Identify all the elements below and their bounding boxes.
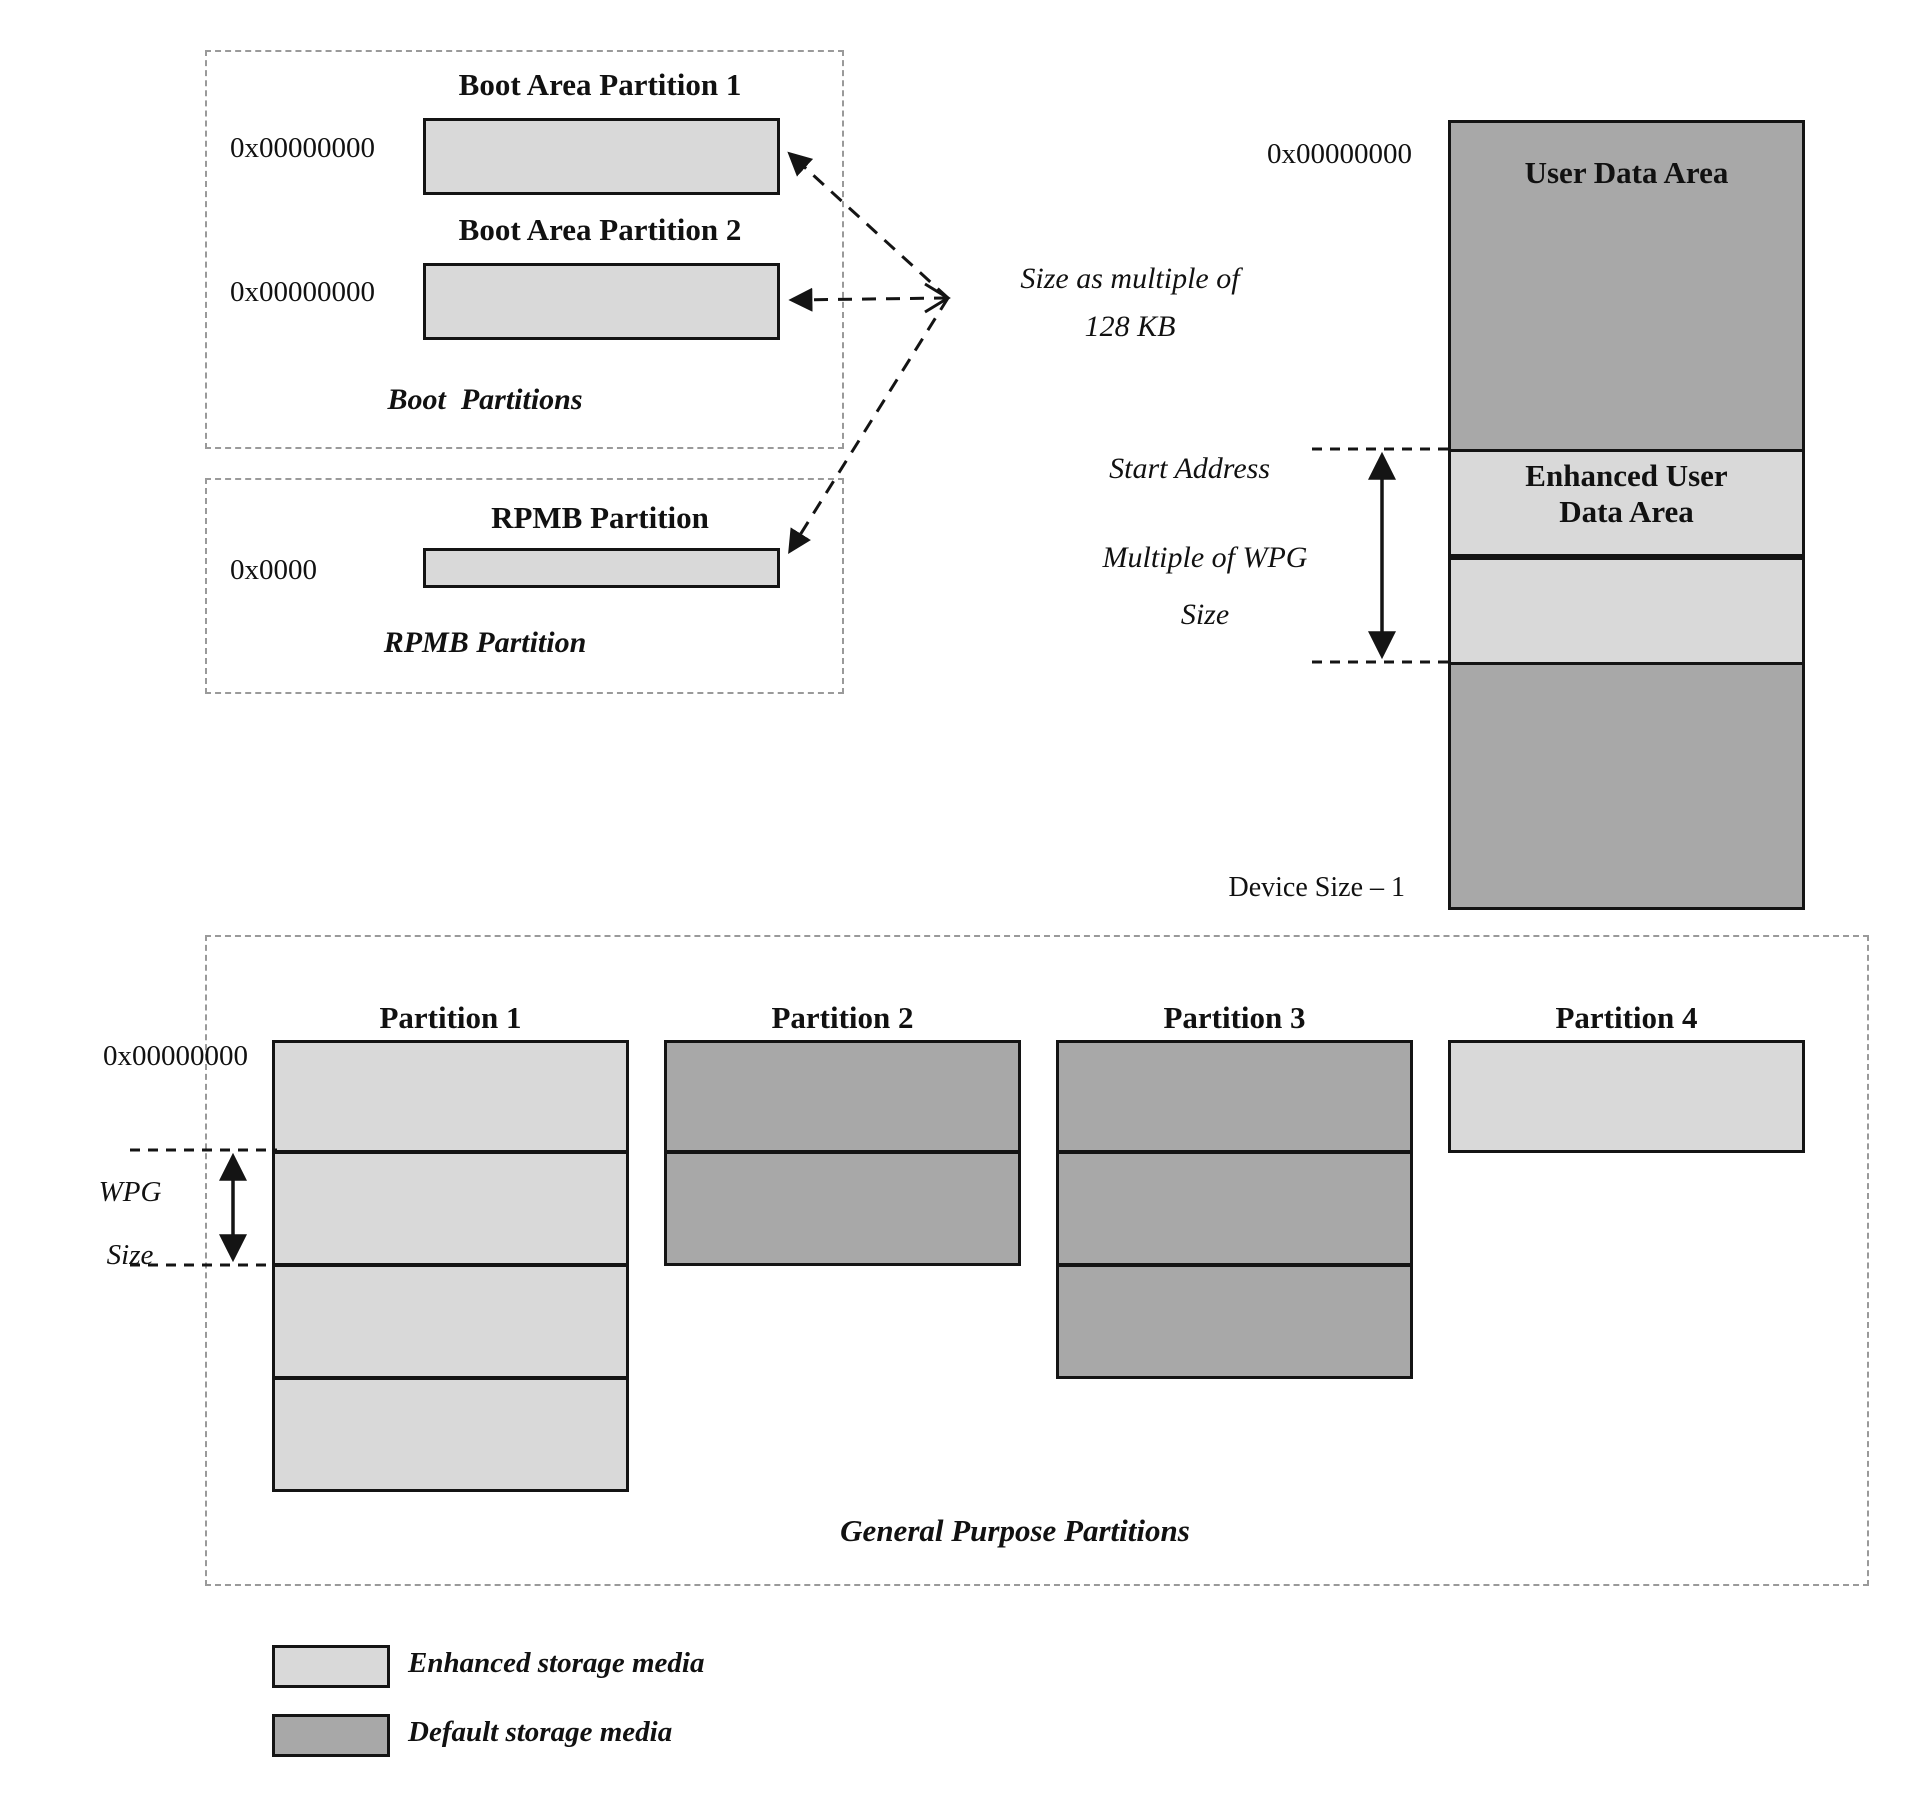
boot-area-partition1-address: 0x00000000 <box>230 132 375 164</box>
enhanced-user-data-area-section: Enhanced User Data Area <box>1451 449 1802 554</box>
legend-swatch-default <box>272 1714 390 1757</box>
gpp-partition-column-3 <box>1056 1040 1413 1379</box>
size-note-line1: Size as multiple of <box>1020 262 1240 295</box>
multiple-of-wpg-label: Multiple of WPG <box>1102 541 1308 574</box>
gpp-partition-3-segment <box>1059 1263 1410 1376</box>
general-purpose-address: 0x00000000 <box>103 1040 248 1072</box>
gpp-partition-2-segment <box>667 1043 1018 1150</box>
enhanced-user-data-area-label-line2: Data Area <box>1559 494 1694 529</box>
general-purpose-group-box <box>205 935 1869 1586</box>
gpp-partition-4-segment <box>1451 1043 1802 1150</box>
gpp-partition-column-2 <box>664 1040 1021 1266</box>
user-data-area-top-section: User Data Area <box>1451 123 1802 449</box>
legend-label-default: Default storage media <box>408 1716 673 1748</box>
gpp-partition-1-segment <box>275 1376 626 1489</box>
boot-area-partition2-address: 0x00000000 <box>230 276 375 308</box>
wpg-size-label-bottom: Size <box>106 1239 154 1271</box>
rpmb-caption: RPMB Partition <box>383 626 587 659</box>
wpg-label: WPG <box>98 1176 162 1208</box>
wpg-size-label: Size <box>1180 598 1230 631</box>
junction-chevron-icon <box>924 282 951 314</box>
boot-partitions-caption: Boot Partitions <box>387 383 583 416</box>
boot-area-partition2-bar <box>423 263 780 340</box>
boot-area-partition1-title: Boot Area Partition 1 <box>458 67 742 102</box>
boot-area-partition1-bar <box>423 118 780 195</box>
user-data-area-address: 0x00000000 <box>1267 138 1412 170</box>
start-address-label: Start Address <box>1109 452 1270 485</box>
general-purpose-caption: General Purpose Partitions <box>840 1513 1190 1548</box>
rpmb-partition-title: RPMB Partition <box>491 500 709 535</box>
size-note-line2: 128 KB <box>1084 310 1176 343</box>
user-data-area-column: User Data Area Enhanced User Data Area <box>1448 120 1805 910</box>
rpmb-partition-bar <box>423 548 780 588</box>
gpp-partition-title-1: Partition 1 <box>379 1000 522 1035</box>
legend-swatch-enhanced <box>272 1645 390 1688</box>
rpmb-partition-address: 0x0000 <box>230 554 317 586</box>
gpp-partition-3-segment <box>1059 1150 1410 1263</box>
boot-area-partition2-title: Boot Area Partition 2 <box>458 212 742 247</box>
user-data-area-bottom-section <box>1451 662 1802 907</box>
gpp-partition-title-3: Partition 3 <box>1163 1000 1306 1035</box>
gpp-partition-title-4: Partition 4 <box>1555 1000 1698 1035</box>
gpp-partition-1-segment <box>275 1043 626 1150</box>
gpp-partition-1-segment <box>275 1263 626 1376</box>
enhanced-user-data-area-label-line1: Enhanced User <box>1525 458 1728 493</box>
gpp-partition-1-segment <box>275 1150 626 1263</box>
legend-label-enhanced: Enhanced storage media <box>408 1647 705 1679</box>
user-data-area-label: User Data Area <box>1524 155 1729 190</box>
rpmb-group-box <box>205 478 844 694</box>
enhanced-user-data-area-extent <box>1451 554 1802 662</box>
gpp-partition-2-segment <box>667 1150 1018 1263</box>
gpp-partition-title-2: Partition 2 <box>771 1000 914 1035</box>
gpp-partition-column-1 <box>272 1040 629 1492</box>
gpp-partition-3-segment <box>1059 1043 1410 1150</box>
device-size-label: Device Size – 1 <box>1228 872 1406 903</box>
gpp-partition-column-4 <box>1448 1040 1805 1153</box>
